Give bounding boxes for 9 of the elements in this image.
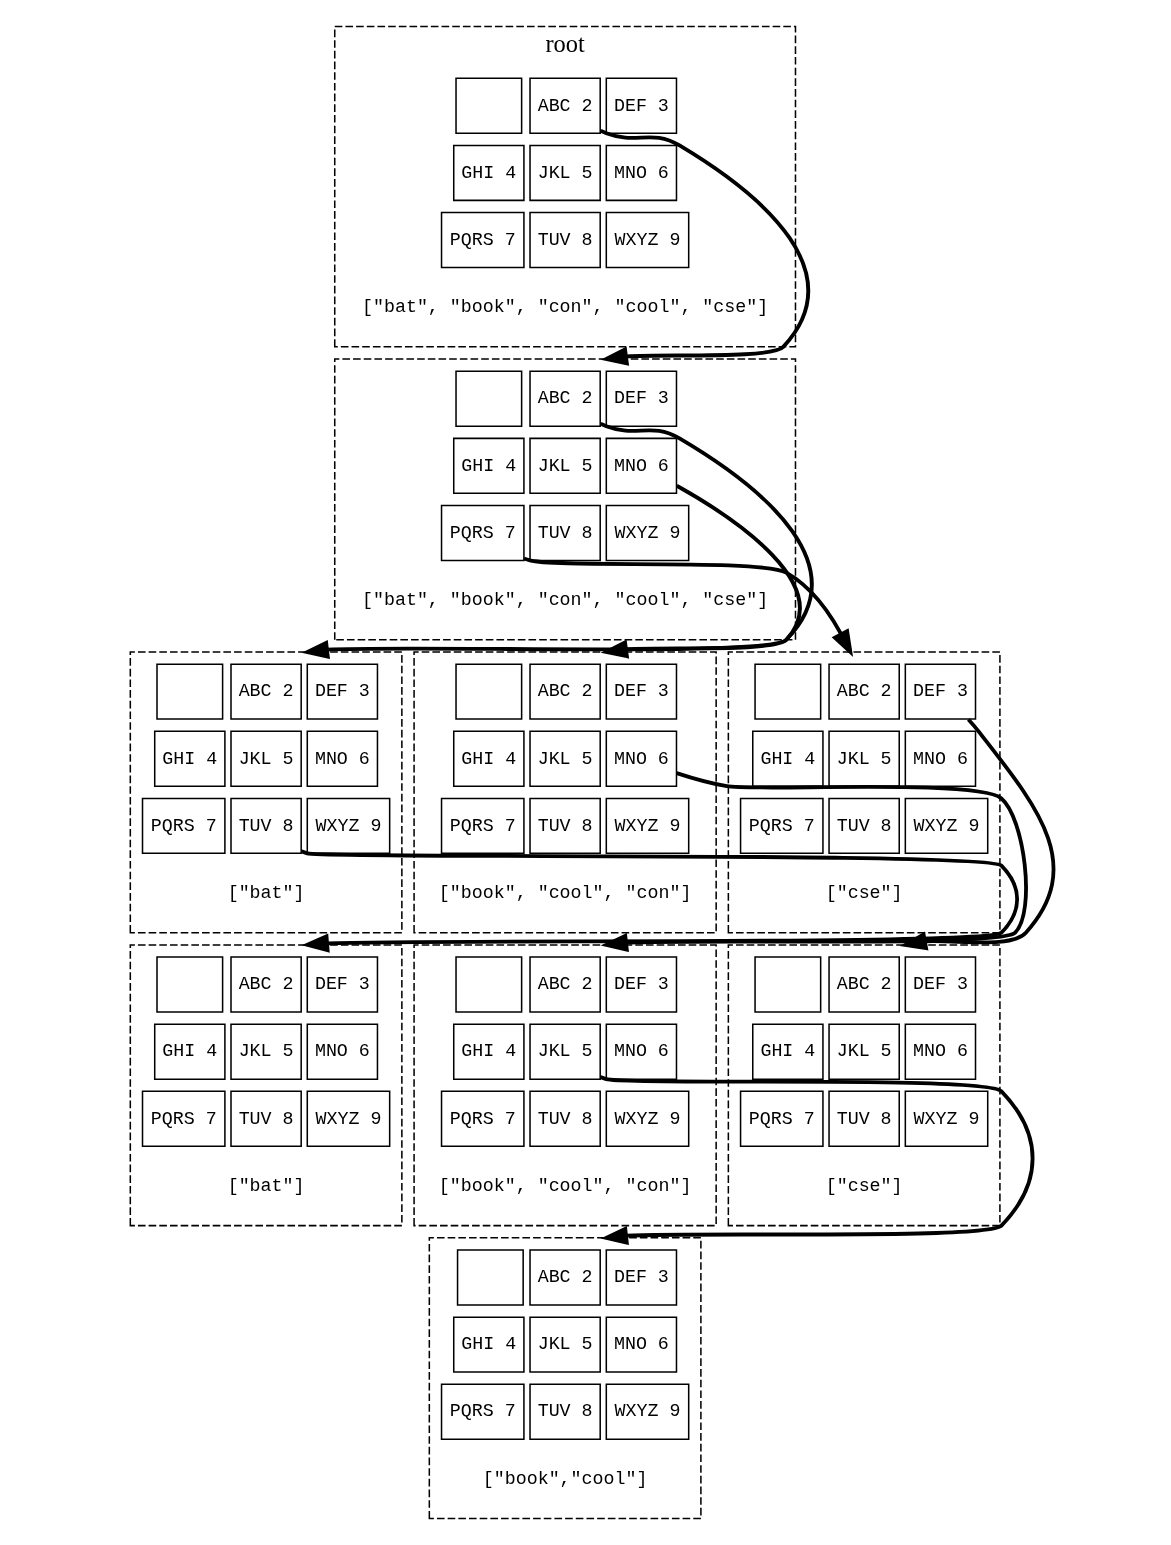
node-label: ["cse"] xyxy=(825,1175,903,1196)
node-label: ["book", "cool", "con"] xyxy=(438,1175,691,1196)
node-label: ["bat"] xyxy=(227,882,305,903)
node-label: ["cse"] xyxy=(825,882,903,903)
node-label: ["bat", "book", "con", "cool", "cse"] xyxy=(361,589,768,610)
node-label: ["book","cool"] xyxy=(482,1468,647,1489)
node-label: ["bat", "book", "con", "cool", "cse"] xyxy=(361,296,768,317)
node-label: ["bat"] xyxy=(227,1175,305,1196)
node-label: ["book", "cool", "con"] xyxy=(438,882,691,903)
